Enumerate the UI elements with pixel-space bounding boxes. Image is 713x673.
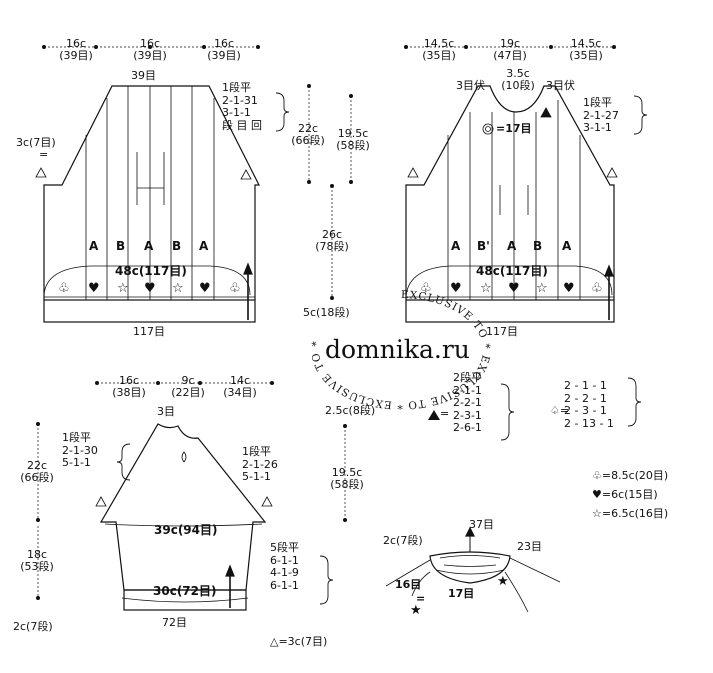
- equals-mark: =: [416, 592, 426, 605]
- triangle-icon: [35, 167, 47, 178]
- collar-right-stitches: 23目: [517, 540, 542, 553]
- star-outline-icon: ☆: [480, 281, 492, 296]
- front-hem-stitches: 117目: [486, 325, 518, 338]
- filled-triangle-icon: [540, 107, 552, 118]
- body-height: 26c(78段): [315, 228, 349, 253]
- front-bind-right: 3目伏: [546, 79, 575, 92]
- front-pattern-4: B: [533, 239, 543, 253]
- front-neck-depth: 3.5c(10段): [501, 67, 535, 92]
- watermark-site: domnika.ru: [325, 335, 470, 364]
- front-width-3: 14.5c(35目): [569, 37, 603, 62]
- equals-mark: =: [440, 407, 450, 420]
- triangle-icon: [407, 167, 419, 178]
- legend-star: ☆=6.5c(16目): [592, 507, 669, 520]
- front-pattern-5: A: [562, 239, 572, 253]
- back-pattern-5: A: [199, 239, 209, 253]
- back-rib: [43, 299, 256, 323]
- sleeve-raglan-height: 22c(66段): [20, 459, 54, 484]
- equals-mark: =: [39, 148, 49, 161]
- neck-shaping: 2段平 2-1-1 2-2-1 2-3-1 2-6-1: [453, 371, 482, 434]
- back-pattern-1: A: [89, 239, 99, 253]
- sleeve-lower-width: 30c(72目): [153, 584, 217, 598]
- heart-icon: ♥: [563, 281, 575, 296]
- triangle-icon: [240, 169, 252, 180]
- club-outline-icon: ♤=: [550, 404, 570, 417]
- back-pattern-3: A: [144, 239, 154, 253]
- back-pattern-4: B: [172, 239, 182, 253]
- back-width-label: 48c(117目): [115, 264, 187, 278]
- back-neck-stitches: 39目: [131, 69, 156, 82]
- back-width-1: 16c(39目): [59, 37, 93, 62]
- front-pattern-3: A: [507, 239, 517, 253]
- star-filled-icon: ★: [410, 603, 422, 618]
- sleeve-cuff: [123, 589, 247, 611]
- heart-icon: ♥: [199, 281, 211, 296]
- star-filled-icon: ★: [497, 574, 509, 589]
- club-icon: ♧: [420, 281, 432, 296]
- triangle-icon: [606, 167, 618, 178]
- sleeve-increase-shaping: 5段平 6-1-1 4-1-9 6-1-1: [270, 541, 299, 592]
- back-width-3: 16c(39目): [207, 37, 241, 62]
- club-shaping: 2 - 1 - 1 2 - 2 - 1 2 - 3 - 1 2 - 13 - 1: [564, 379, 614, 430]
- triangle-icon: [95, 496, 107, 507]
- sleeve-upper-width: 39c(94目): [154, 523, 218, 537]
- collar-bottom-stitches: 17目: [448, 587, 475, 600]
- raglan-height: 22c(66段): [291, 122, 325, 147]
- legend-heart: ♥=6c(15目): [592, 488, 658, 501]
- filled-triangle-icon: [428, 410, 440, 420]
- club-icon: ♧: [229, 281, 241, 296]
- rib-height: 5c(18段): [303, 306, 350, 319]
- collar-left-stitches: 16目: [395, 578, 422, 591]
- sleeve-width-3: 14c(34目): [223, 374, 257, 399]
- back-pattern-2: B: [116, 239, 126, 253]
- front-width-1: 14.5c(35目): [422, 37, 456, 62]
- sleeve-cuff-stitches: 72目: [162, 616, 187, 629]
- sleeve-left-shaping: 1段平 2-1-30 5-1-1: [62, 431, 98, 469]
- sleeve-cuff-height: 2c(7段): [13, 620, 53, 633]
- back-width-2: 16c(39目): [133, 37, 167, 62]
- star-outline-icon: ☆: [117, 281, 129, 296]
- sleeve-length: 18c(53段): [20, 548, 54, 573]
- triangle-icon: [261, 496, 273, 507]
- front-bind-left: 3目伏: [456, 79, 485, 92]
- sleeve-cuff-2: 2.5c(8段): [325, 404, 376, 417]
- front-pattern-2: B': [477, 239, 490, 253]
- club-icon: ♧: [58, 281, 70, 296]
- heart-icon: ♥: [88, 281, 100, 296]
- front-outline: [405, 85, 615, 300]
- front-rib: [405, 299, 615, 323]
- sleeve-armhole-height: 19.5c(58段): [330, 466, 364, 491]
- star-outline-icon: ☆: [172, 281, 184, 296]
- armhole-height: 19.5c(58段): [336, 127, 370, 152]
- triangle-note: △=3c(7目): [270, 635, 328, 648]
- watermark-ring: EXCLUSIVE TO * EXCLUSIVE TO * EXCLUSIVE …: [310, 289, 491, 411]
- sleeve-width-2: 9c(22目): [171, 374, 205, 399]
- sleeve-width-1: 16c(38目): [112, 374, 146, 399]
- collar-top-stitches: 37目: [469, 518, 494, 531]
- sleeve-top-stitches: 3目: [157, 405, 175, 418]
- front-width-2: 19c(47目): [493, 37, 527, 62]
- front-shaping: 1段平 2-1-27 3-1-1: [583, 96, 619, 134]
- double-circle-icon: [482, 123, 494, 135]
- star-outline-icon: ☆: [536, 281, 548, 296]
- heart-icon: ♥: [508, 281, 520, 296]
- back-shaping: 1段平 2-1-31 3-1-1 段 目 回: [222, 81, 262, 132]
- front-width-label: 48c(117目): [476, 264, 548, 278]
- heart-icon: ♥: [144, 281, 156, 296]
- back-armhole-bind: 3c(7目): [16, 136, 56, 149]
- club-icon: ♧: [591, 281, 603, 296]
- collar-height: 2c(7段): [383, 534, 423, 547]
- front-pattern-1: A: [451, 239, 461, 253]
- front-neck-stitches: =17目: [496, 122, 532, 135]
- back-width-arc: [43, 265, 251, 296]
- heart-icon: ♥: [450, 281, 462, 296]
- legend-club: ♧=8.5c(20目): [592, 469, 669, 482]
- back-hem-stitches: 117目: [133, 325, 165, 338]
- sleeve-right-shaping: 1段平 2-1-26 5-1-1: [242, 445, 278, 483]
- sleeve-outline: [99, 423, 267, 591]
- back-outline: [43, 85, 260, 300]
